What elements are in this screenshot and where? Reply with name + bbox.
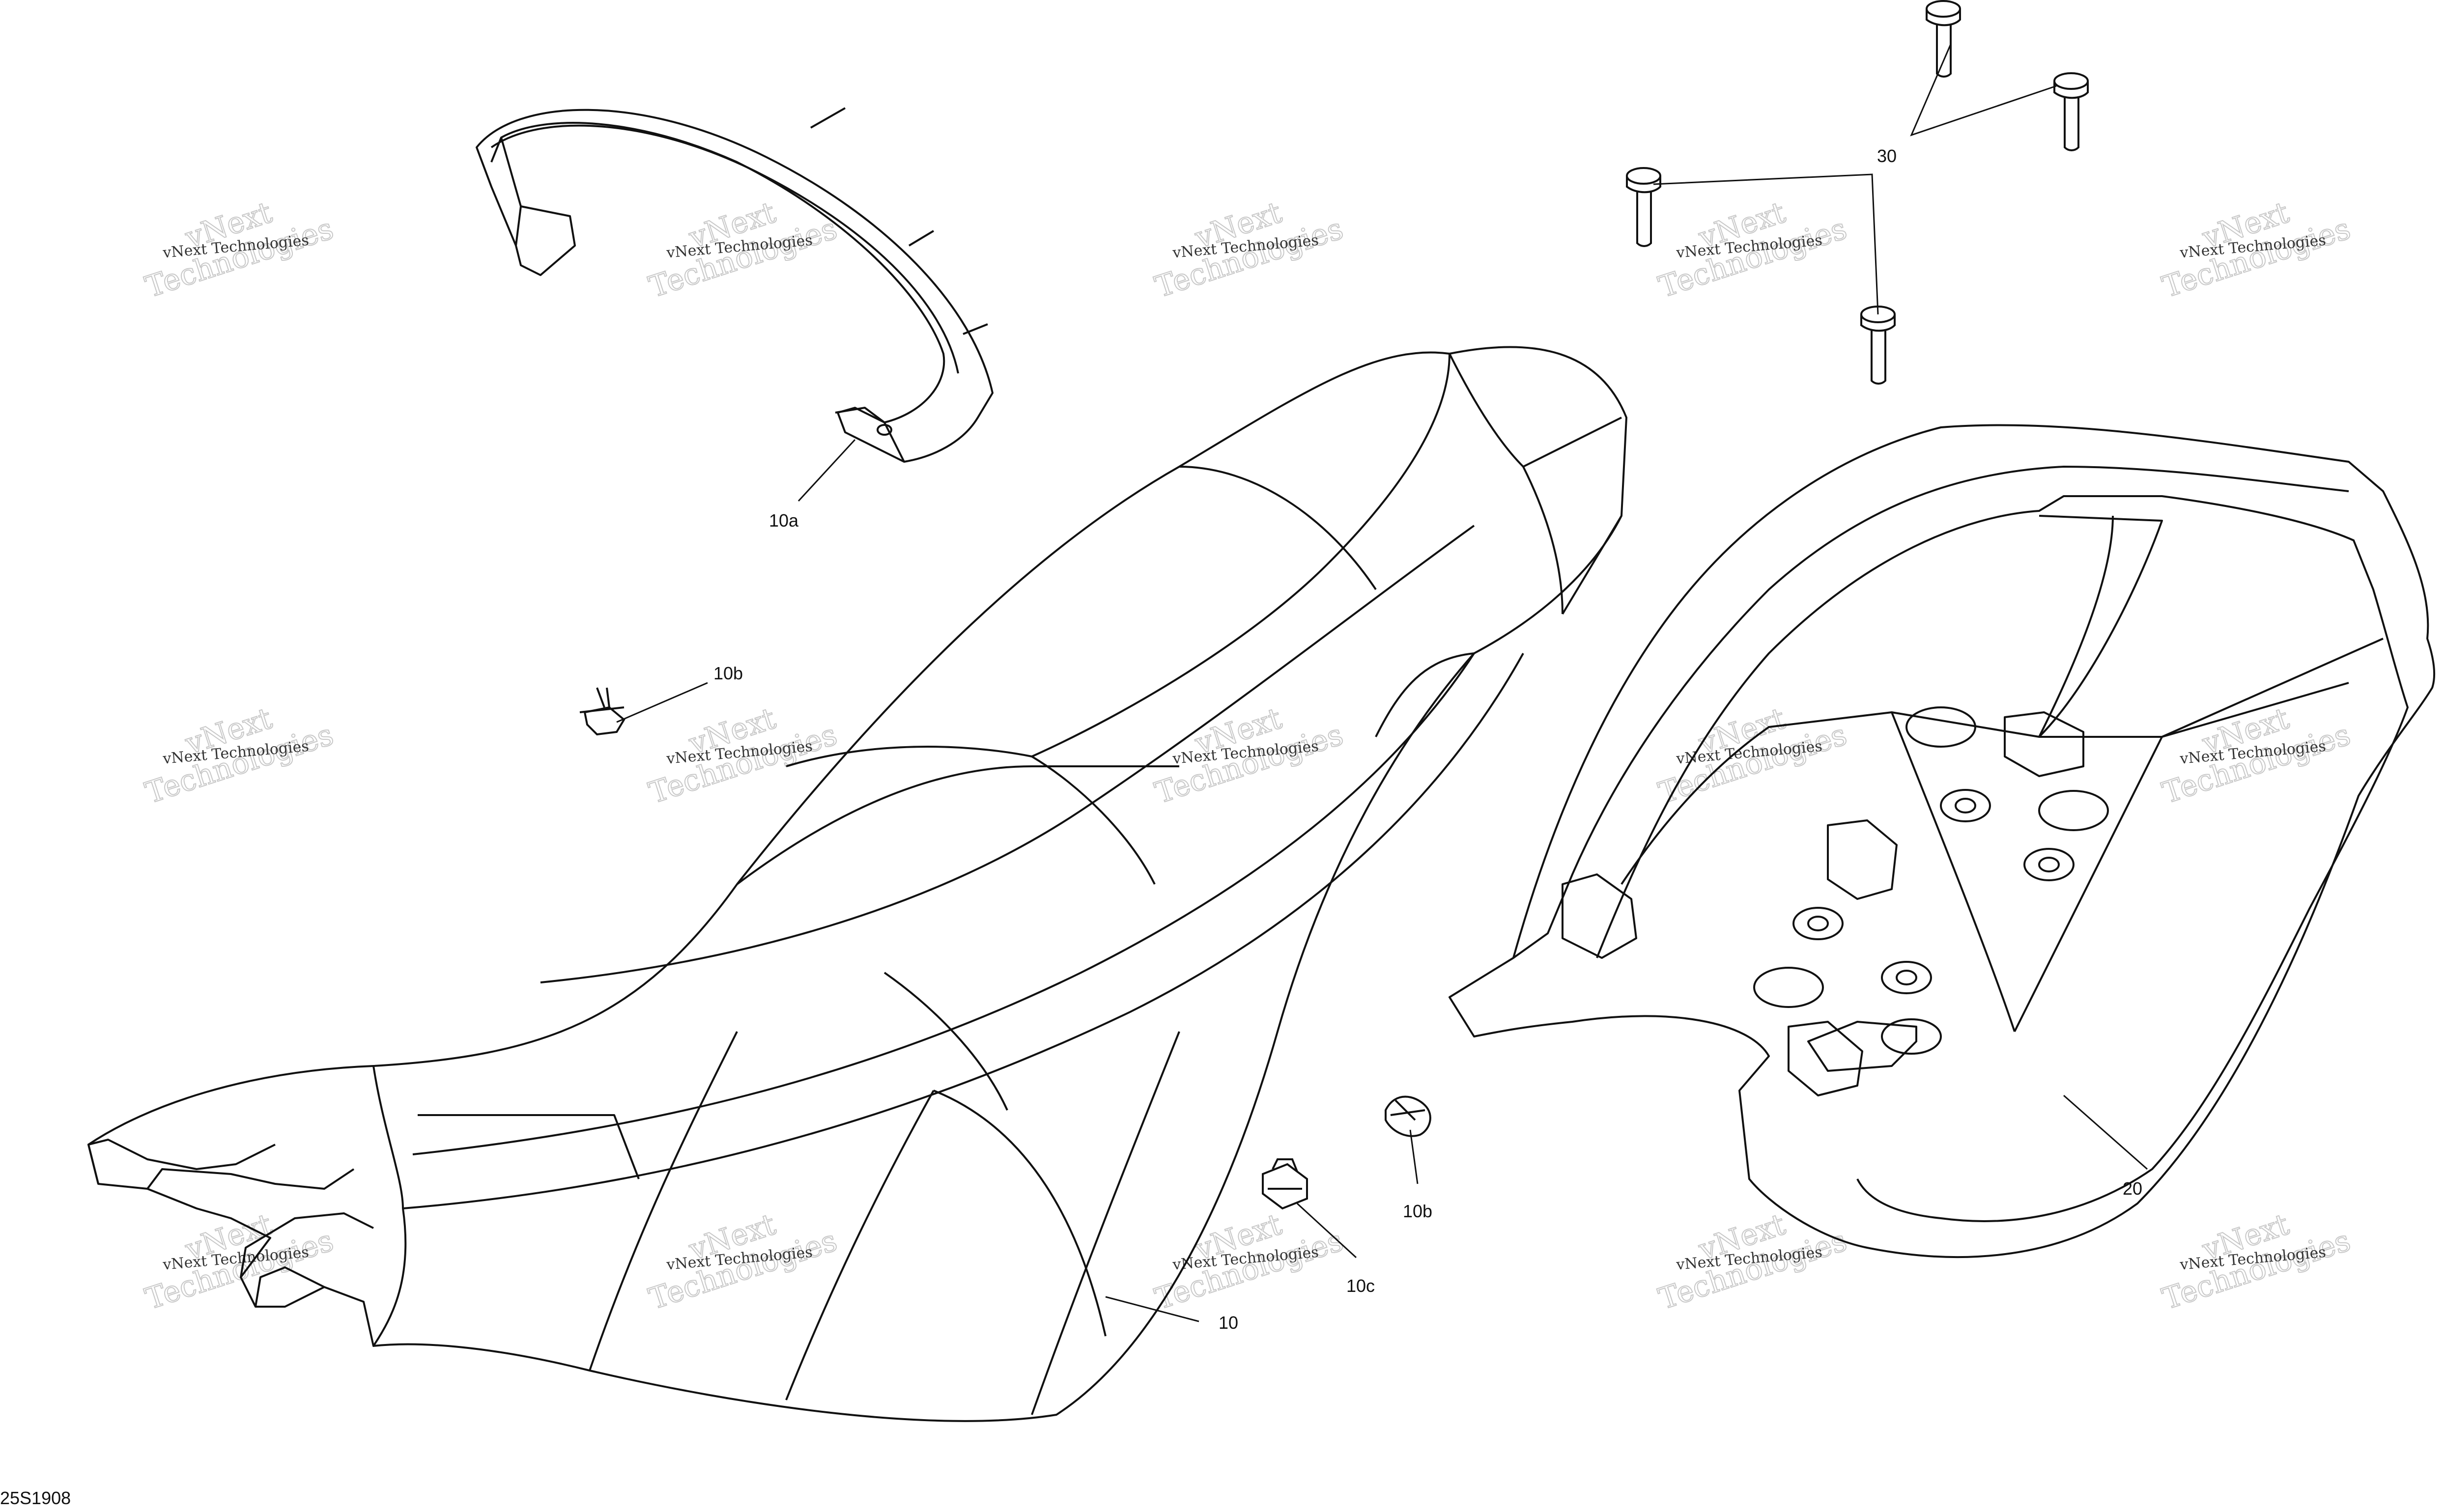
callout-10b-right: 10b xyxy=(1403,1201,1432,1221)
callout-30: 30 xyxy=(1877,146,1897,166)
seat-strap-drawing xyxy=(476,107,994,463)
callout-10: 10 xyxy=(1219,1313,1238,1333)
seat-base-drawing xyxy=(1449,424,2436,1258)
seat-drawing xyxy=(87,346,1627,1422)
bolt-3-drawing xyxy=(1626,167,1661,247)
leader-10 xyxy=(1105,1296,1199,1322)
callout-10b-left: 10b xyxy=(713,663,743,683)
leader-10a xyxy=(797,439,856,502)
bolts-30-drawing xyxy=(1626,0,2089,385)
bolt-2-drawing xyxy=(2053,72,2089,151)
nut-10c-drawing xyxy=(1262,1158,1308,1210)
callout-labels: 10a 10b 10b 10c 10 20 30 xyxy=(713,146,2142,1333)
leader-30-upper xyxy=(1910,44,2057,137)
leader-10b-right xyxy=(1409,1129,1419,1184)
callout-10a: 10a xyxy=(769,510,799,531)
bolt-4-drawing xyxy=(1860,306,1896,385)
leader-lines xyxy=(616,44,2148,1322)
clip-10b-right-drawing xyxy=(1385,1095,1431,1137)
clip-10b-left-drawing xyxy=(579,687,625,736)
leader-10c xyxy=(1296,1203,1357,1259)
leader-30-lower xyxy=(1653,173,1879,315)
callout-10c: 10c xyxy=(1346,1276,1375,1296)
leader-20 xyxy=(2063,1094,2148,1170)
diagram-id: 25S1908 xyxy=(0,1488,71,1508)
bolt-1-drawing xyxy=(1926,0,1961,78)
callout-20: 20 xyxy=(2123,1178,2142,1199)
leader-10b-left xyxy=(616,682,708,723)
